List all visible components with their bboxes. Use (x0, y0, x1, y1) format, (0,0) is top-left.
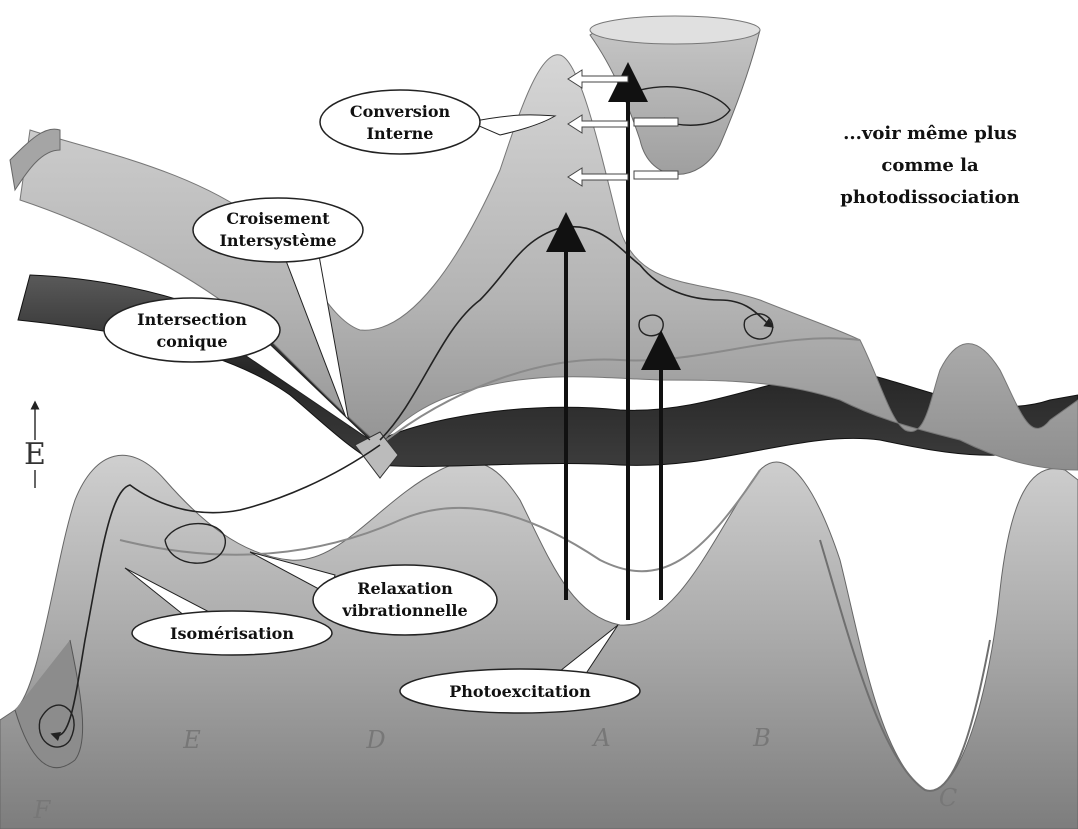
callout-conversion-interne-line2: Interne (367, 124, 434, 143)
region-letter-f: F (33, 796, 52, 824)
callout-conversion-interne-line1: Conversion (350, 102, 451, 121)
note-line-1: ...voir même plus (805, 118, 1055, 150)
energy-axis: E (24, 405, 46, 488)
photodissociation-note: ...voir même plus comme la photodissocia… (805, 118, 1055, 214)
callout-intersection-line2: conique (156, 332, 227, 351)
region-letter-e: E (182, 726, 201, 754)
callout-croisement-line1: Croisement (226, 209, 330, 228)
energy-axis-label: E (24, 437, 46, 472)
callout-croisement-line2: Intersystème (219, 231, 336, 250)
region-letter-a: A (591, 724, 610, 752)
callout-photoexcitation-line1: Photoexcitation (449, 682, 591, 701)
callout-isomerisation-line1: Isomérisation (170, 624, 294, 643)
note-line-2: comme la (805, 150, 1055, 182)
dissociation-cone-mouth (590, 16, 760, 44)
callout-relaxation-line2: vibrationnelle (341, 601, 467, 620)
region-letter-d: D (365, 726, 385, 754)
note-line-3: photodissociation (805, 182, 1055, 214)
callout-relaxation-line1: Relaxation (357, 579, 453, 598)
region-letter-c: C (939, 784, 957, 812)
callout-intersection-line1: Intersection (137, 310, 247, 329)
region-letter-b: B (752, 724, 771, 752)
